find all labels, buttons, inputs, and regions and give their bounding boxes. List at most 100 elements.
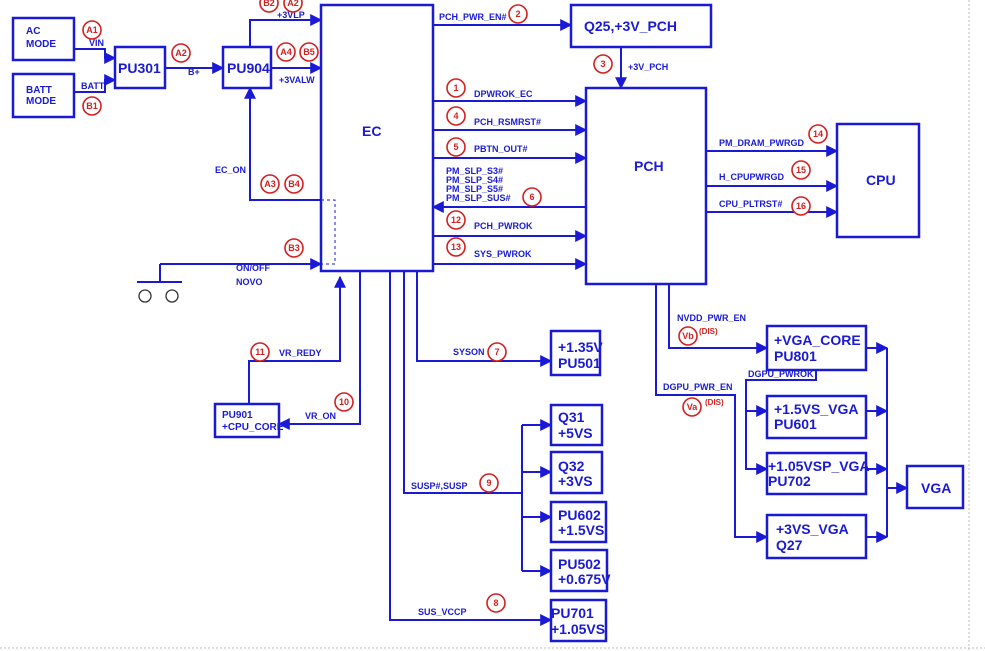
step-a2-top: A2 — [283, 0, 303, 13]
label-pch-pwrok: PCH_PWROK — [474, 221, 533, 231]
step-14: 14 — [808, 124, 828, 144]
step-a1-text: A1 — [86, 25, 98, 35]
wires — [74, 14, 909, 626]
step-16: 16 — [791, 196, 811, 216]
step-10: 10 — [334, 392, 354, 412]
cpu-label: CPU — [866, 172, 896, 188]
label-sys-pwrok: SYS_PWROK — [474, 249, 532, 259]
step-4: 4 — [446, 106, 466, 126]
wire-vr-redy — [248, 275, 346, 404]
ac-mode-line2: MODE — [26, 39, 56, 50]
step-12-text: 12 — [451, 215, 461, 225]
wire-sus-vccp — [389, 271, 553, 626]
label-dis-vb: (DIS) — [699, 327, 718, 336]
step-a2-left-text: A2 — [175, 48, 187, 58]
ec-label: EC — [362, 123, 381, 139]
q31-block: Q31 +5VS — [549, 403, 604, 447]
batt-mode-line1: BATT — [26, 85, 52, 96]
pu501-line1: +1.35V — [558, 339, 603, 355]
label-pch-pwr-en: PCH_PWR_EN# — [439, 12, 507, 22]
q25-block: Q25,+3V_PCH — [569, 3, 713, 49]
label-pm-slp-s3: PM_SLP_S3# — [446, 166, 503, 176]
pu602-line1: PU602 — [558, 507, 601, 523]
label-cpu-pltrst: CPU_PLTRST# — [719, 199, 782, 209]
step-15: 15 — [791, 160, 811, 180]
step-b5: B5 — [299, 42, 319, 62]
label-3v-pch: +3V_PCH — [628, 62, 668, 72]
step-b3-text: B3 — [288, 243, 300, 253]
q27-line2: Q27 — [776, 537, 803, 553]
step-1: 1 — [446, 78, 466, 98]
q32-line2: +3VS — [558, 473, 593, 489]
step-a3-text: A3 — [264, 179, 276, 189]
pu701-block: PU701 +1.05VS — [549, 598, 608, 643]
step-3-text: 3 — [600, 59, 605, 69]
step-va-text: Va — [687, 402, 699, 412]
step-10-text: 10 — [339, 397, 349, 407]
pu701-line2: +1.05VS — [551, 621, 605, 637]
pu801-block: +VGA_CORE PU801 — [765, 324, 868, 372]
step-va: Va — [682, 397, 702, 417]
label-3valw: +3VALW — [279, 75, 315, 85]
label-dgpu-pwrok: DGPU_PWROK — [748, 369, 814, 379]
step-a4: A4 — [276, 42, 296, 62]
step-2: 2 — [508, 4, 528, 24]
step-b5-text: B5 — [303, 47, 315, 57]
step-a4-text: A4 — [280, 47, 292, 57]
q31-line2: +5VS — [558, 425, 593, 441]
pu904-label: PU904 — [227, 60, 270, 76]
step-7: 7 — [487, 342, 507, 362]
step-9: 9 — [479, 473, 499, 493]
label-vr-redy: VR_REDY — [279, 348, 322, 358]
vga-label: VGA — [921, 480, 951, 496]
step-b1: B1 — [82, 96, 102, 116]
label-syson: SYSON — [453, 347, 485, 357]
label-3vlp: +3VLP — [277, 10, 305, 20]
step-a2-top-text: A2 — [287, 0, 299, 8]
pu801-line1: +VGA_CORE — [774, 332, 861, 348]
label-sus-vccp: SUS_VCCP — [418, 607, 467, 617]
wire-dgpu-pwr-en — [655, 284, 769, 543]
pu901-line1: PU901 — [222, 410, 253, 421]
step-15-text: 15 — [796, 165, 806, 175]
pu502-line2: +0.675V — [558, 571, 611, 587]
wire-vr-on — [277, 271, 361, 430]
label-pm-slp-s4: PM_SLP_S4# — [446, 175, 503, 185]
step-16-text: 16 — [796, 201, 806, 211]
step-7-text: 7 — [494, 347, 499, 357]
label-vin: VIN — [89, 38, 104, 48]
step-8: 8 — [486, 593, 506, 613]
step-9-text: 9 — [486, 478, 491, 488]
step-14-text: 14 — [813, 129, 823, 139]
step-b3: B3 — [284, 238, 304, 258]
step-vb: Vb — [678, 326, 698, 346]
wire-dgpu-pwrok — [745, 370, 817, 475]
step-a3: A3 — [260, 174, 280, 194]
label-pm-slp-s5: PM_SLP_S5# — [446, 184, 503, 194]
pu501-block: +1.35V PU501 — [549, 329, 603, 377]
step-13-text: 13 — [451, 242, 461, 252]
ec-dashed-region — [320, 199, 336, 265]
pu602-line2: +1.5VS — [558, 522, 604, 538]
step-5: 5 — [446, 137, 466, 157]
step-6: 6 — [522, 187, 542, 207]
step-5-text: 5 — [453, 142, 458, 152]
q31-line1: Q31 — [558, 409, 585, 425]
wire-batt — [74, 74, 117, 93]
wire-susp — [403, 271, 522, 494]
pu301-label: PU301 — [118, 60, 161, 76]
q27-line1: +3VS_VGA — [776, 521, 849, 537]
q25-label: Q25,+3V_PCH — [584, 18, 677, 34]
pu601-line2: PU601 — [774, 416, 817, 432]
pu801-line2: PU801 — [774, 348, 817, 364]
pu601-block: +1.5VS_VGA PU601 — [765, 394, 868, 440]
wire-vin — [74, 48, 117, 64]
pu901-block: PU901 +CPU_CORE — [213, 402, 284, 439]
step-b1-text: B1 — [86, 101, 98, 111]
pch-block: PCH — [584, 86, 708, 286]
wire-syson — [416, 271, 553, 367]
cpu-block: CPU — [835, 122, 921, 239]
switch-contact-right — [165, 289, 179, 303]
batt-mode-line2: MODE — [26, 96, 56, 107]
pu901-line2: +CPU_CORE — [222, 422, 284, 433]
